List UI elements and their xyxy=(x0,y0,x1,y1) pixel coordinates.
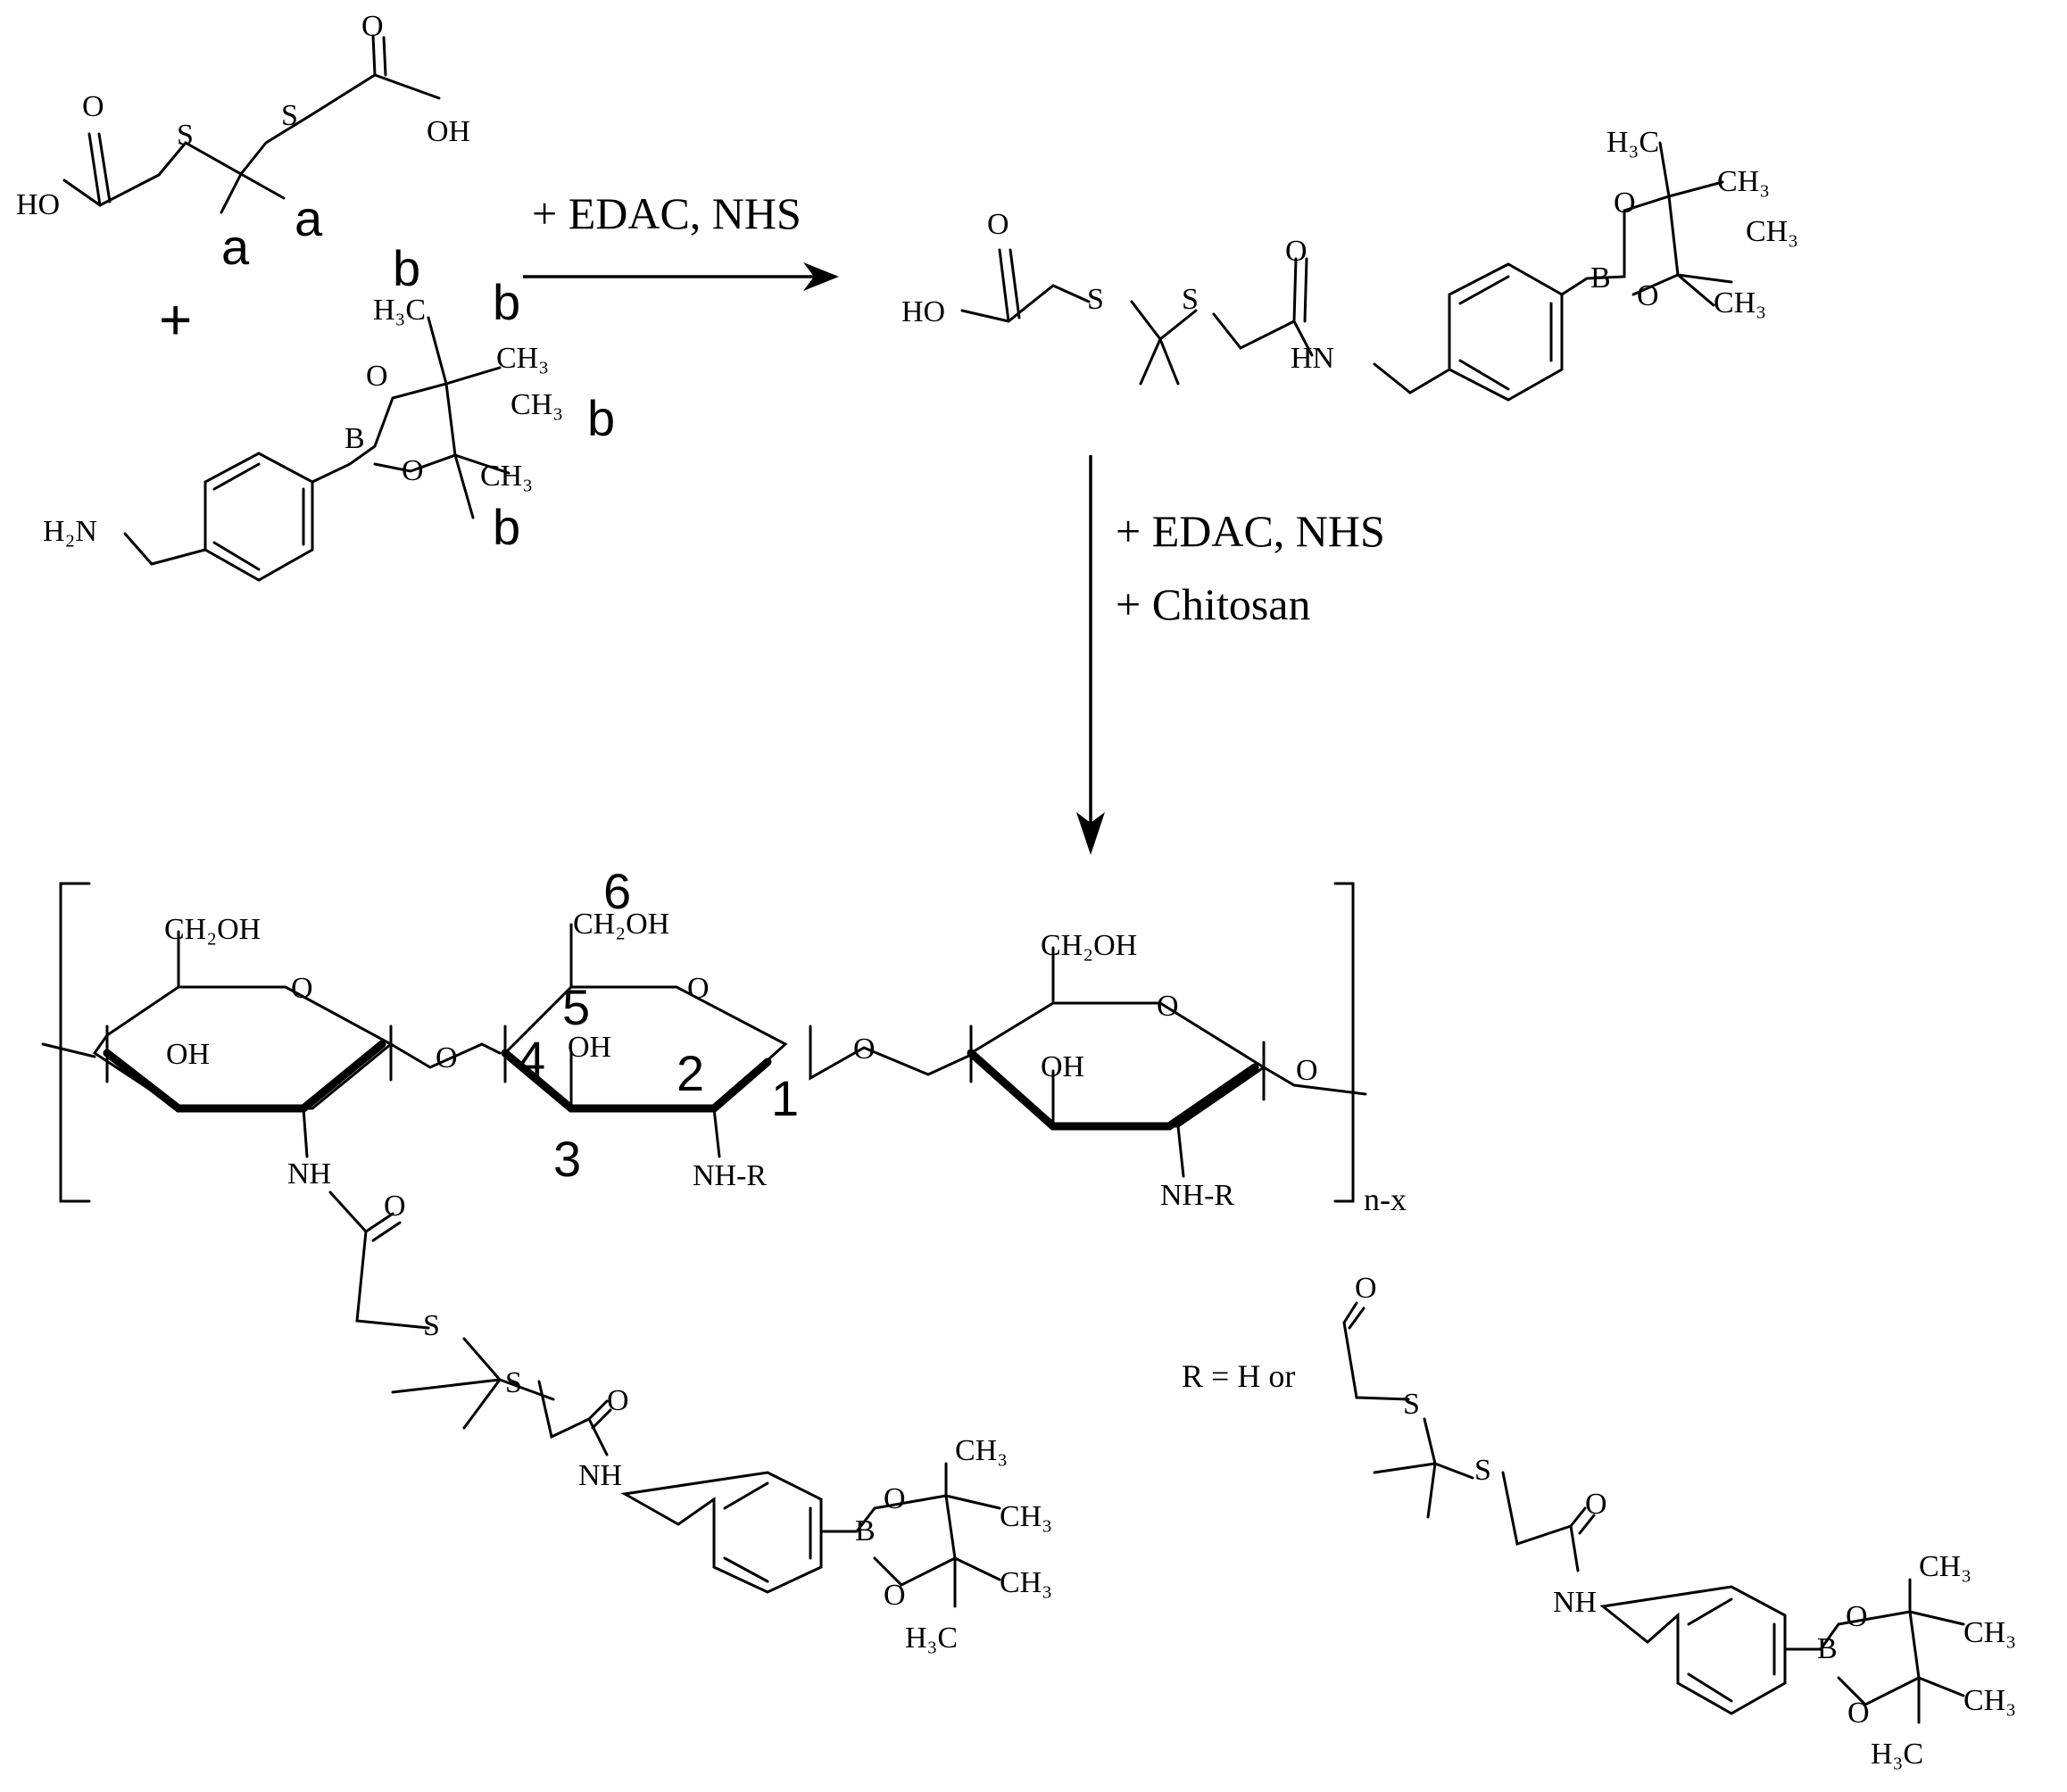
atom-o: O xyxy=(1585,1488,1607,1521)
atom-o: O xyxy=(1355,1272,1377,1305)
atom-h2n: H₂N xyxy=(43,515,97,548)
atom-oh: OH xyxy=(166,1038,210,1071)
proton-label-a: a xyxy=(295,190,323,246)
proton-label-a: a xyxy=(221,219,250,275)
reaction-arrow-step1: + EDAC, NHS xyxy=(523,188,839,291)
atom-nh: NH xyxy=(578,1459,622,1492)
atom-o: O xyxy=(884,1482,906,1515)
atom-o: O xyxy=(853,1033,876,1066)
atom-nhr: NH-R xyxy=(693,1159,767,1192)
proton-label-b: b xyxy=(393,240,420,296)
atom-s: S xyxy=(505,1366,522,1399)
atom-o: O xyxy=(1637,279,1659,312)
atom-ch2oh: CH₂OH xyxy=(1041,929,1137,962)
carbon-number-4: 4 xyxy=(518,1031,545,1087)
proton-label-b: b xyxy=(493,274,520,330)
atom-h3c: H₃C xyxy=(373,294,426,327)
carbon-number-3: 3 xyxy=(553,1131,581,1187)
atom-o: O xyxy=(1846,1600,1868,1633)
carbon-number-5: 5 xyxy=(562,979,590,1035)
atom-o: O xyxy=(1614,187,1636,220)
atom-o: O xyxy=(82,90,104,123)
atom-ch2oh: CH₂OH xyxy=(573,908,669,941)
atom-ch3: CH₃ xyxy=(1963,1684,2016,1717)
reagents-step1: + EDAC, NHS xyxy=(532,188,801,238)
atom-s: S xyxy=(177,119,194,152)
reagents-step2-line1: + EDAC, NHS xyxy=(1116,506,1385,556)
atom-s: S xyxy=(1182,283,1199,316)
atom-nh: NH xyxy=(1553,1586,1597,1619)
atom-s: S xyxy=(423,1309,440,1342)
atom-oh: OH xyxy=(427,115,470,148)
atom-o: O xyxy=(1285,235,1307,268)
atom-ch3: CH₃ xyxy=(480,460,533,493)
atom-ch3: CH₃ xyxy=(1717,165,1770,198)
atom-nhr: NH-R xyxy=(1160,1179,1234,1212)
reaction-arrow-step2: + EDAC, NHS + Chitosan xyxy=(1076,455,1385,855)
proton-label-b: b xyxy=(587,390,615,446)
atom-ch3: CH₃ xyxy=(1963,1616,2016,1649)
atom-oh: OH xyxy=(1041,1050,1084,1083)
atom-o: O xyxy=(607,1384,629,1417)
intermediate-amide: O HO S S O HN B O O H₃C CH₃ CH₃ CH₃ xyxy=(901,126,1798,402)
atom-nh: NH xyxy=(287,1157,331,1191)
r-group-definition: R = H or O S S O NH B O O CH₃ CH₃ CH₃ H₃… xyxy=(1182,1272,2016,1771)
atom-ch3: CH₃ xyxy=(511,388,563,421)
atom-h3c: H₃C xyxy=(1606,126,1659,159)
proton-label-b: b xyxy=(493,499,520,555)
atom-ch3: CH₃ xyxy=(1714,286,1766,319)
carbon-number-6: 6 xyxy=(603,863,631,919)
atom-ho: HO xyxy=(16,188,60,221)
atom-ch3: CH₃ xyxy=(1919,1550,1972,1583)
atom-o: O xyxy=(436,1041,458,1074)
atom-ho: HO xyxy=(901,295,945,328)
atom-o: O xyxy=(987,208,1009,241)
atom-hn: HN xyxy=(1291,342,1334,375)
atom-o: O xyxy=(402,454,424,487)
atom-h3c: H₃C xyxy=(1871,1738,1923,1771)
atom-ch3: CH₃ xyxy=(496,342,549,375)
reactant-boronic-ester-amine: H₂N B O O H₃C CH₃ CH₃ CH₃ b b b b xyxy=(43,240,615,582)
reagents-step2-line2: + Chitosan xyxy=(1116,579,1310,629)
carbon-number-1: 1 xyxy=(771,1070,799,1126)
reactant-thioketal-diacid: O HO S S O OH a a xyxy=(16,10,470,275)
atom-s: S xyxy=(281,99,298,132)
atom-o: O xyxy=(1296,1054,1318,1087)
atom-h3c: H₃C xyxy=(905,1622,958,1655)
atom-o: O xyxy=(884,1579,906,1612)
polymer-subscript: n-x xyxy=(1364,1182,1407,1217)
atom-b: B xyxy=(344,422,365,455)
atom-ch2oh: CH₂OH xyxy=(164,913,261,946)
plus-sign: + xyxy=(159,287,192,352)
atom-ch3: CH₃ xyxy=(1746,215,1798,248)
atom-o: O xyxy=(291,972,313,1005)
r-definition-text: R = H or xyxy=(1182,1358,1295,1394)
atom-o: O xyxy=(1157,990,1179,1023)
atom-o: O xyxy=(687,972,710,1005)
atom-s: S xyxy=(1403,1388,1420,1421)
atom-ch3: CH₃ xyxy=(955,1434,1008,1467)
atom-oh: OH xyxy=(568,1031,611,1064)
atom-o: O xyxy=(384,1190,406,1223)
atom-ch3: CH₃ xyxy=(1000,1566,1052,1599)
carbon-number-2: 2 xyxy=(677,1045,704,1101)
atom-s: S xyxy=(1087,283,1104,316)
atom-o: O xyxy=(361,10,384,43)
atom-ch3: CH₃ xyxy=(1000,1500,1052,1533)
atom-b: B xyxy=(1817,1632,1838,1665)
atom-o: O xyxy=(1847,1697,1870,1730)
atom-o: O xyxy=(366,360,388,393)
chitosan-polymer: n-x CH₂OH O OH O CH₂OH O OH NH-R O 1 2 3… xyxy=(41,863,1407,1655)
atom-b: B xyxy=(1590,261,1611,295)
atom-b: B xyxy=(855,1514,876,1547)
atom-s: S xyxy=(1474,1454,1491,1487)
